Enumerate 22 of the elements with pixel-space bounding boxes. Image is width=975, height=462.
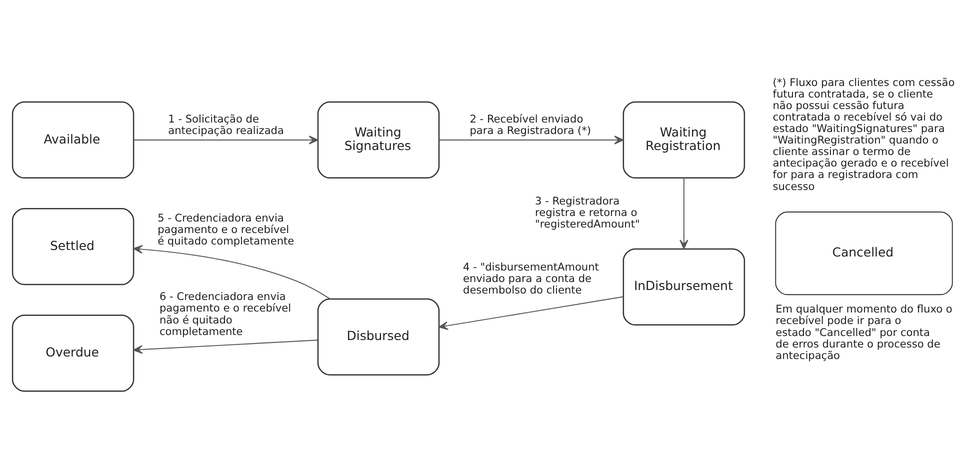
label: (*) Fluxo para clientes com cessão futura contratada, se o cliente não possui cessão futura contratada o recebível só vai do estado "WaitingSignatures" para "WaitingRegistration" quando o cliente assinar o termo de antecipação gerado e o recebível for para a registradora com sucesso [772,77,955,193]
edge-label: 6 - Credenciadora envia pagamento e o recebível não é quitado completamente [160,291,292,338]
node-box: Settled [12,208,134,286]
node-box: InDisbursement [622,248,746,326]
node-box: Overdue [12,314,134,392]
edge-label: 4 - "disbursementAmount enviado para a conta de desembolso do cliente [463,261,599,296]
arrow [133,244,330,300]
node-box: Disbursed [317,298,440,376]
edge-label: 1 - Solicitação de antecipação realizada [168,114,284,138]
edge-label: 5 - Credenciadora envia pagamento e o recebível é quitado completamente [158,212,294,248]
arrow [133,136,318,144]
arrow [133,340,318,354]
edge-label: 2 - Recebível enviado para a Registradora (*) [470,114,592,138]
edge-label: 3 - Registradora registra e retorna o "registeredAmount" [535,196,640,231]
node-box: Cancelled [775,212,953,296]
node-label: Em qualquer momento do fluxo o recebível pode ir para o estado "Cancelled" por conta de erros durante o processo de antecipação [776,304,952,362]
node-box: Waiting Registration [622,101,746,179]
arrow [680,178,688,250]
arrow [438,296,624,330]
node-box: Available [12,101,134,179]
arrow [438,136,624,144]
node-box: Waiting Signatures [317,101,440,179]
